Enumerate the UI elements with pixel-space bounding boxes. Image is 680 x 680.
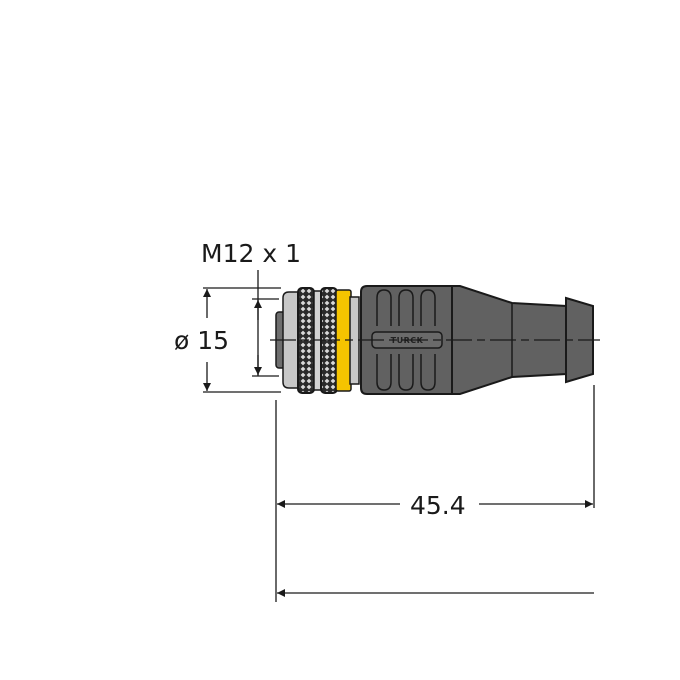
thread-label: M12 x 1 [201, 239, 301, 268]
length-dimension: 45.4 [275, 385, 595, 602]
connector: TURCK [270, 285, 600, 395]
diameter-label: ø 15 [174, 326, 229, 355]
diameter-dimension: ø 15 [174, 287, 281, 393]
length-label: 45.4 [410, 491, 466, 520]
grip-grooves-bottom [376, 354, 436, 391]
grip-grooves-top [376, 289, 436, 326]
